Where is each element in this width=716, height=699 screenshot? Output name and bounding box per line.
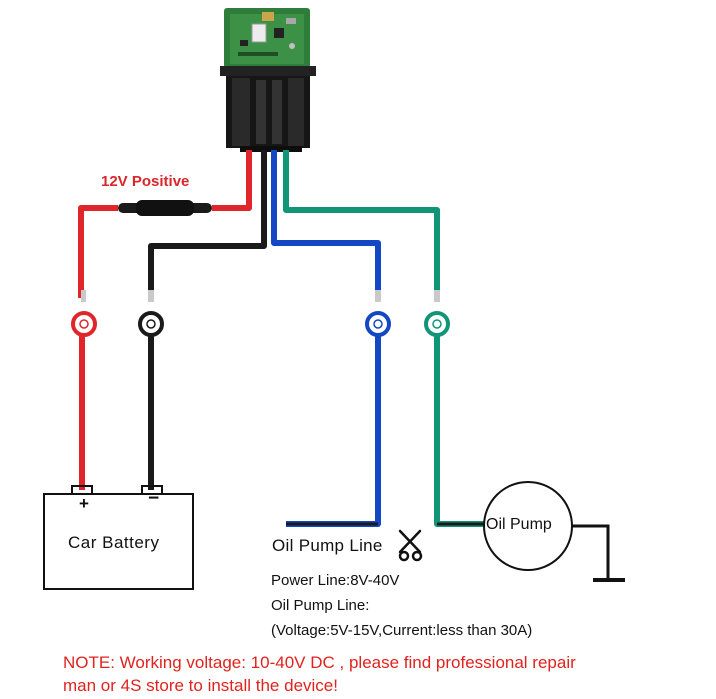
note-line-1: NOTE: Working voltage: 10-40V DC , pleas…	[63, 653, 576, 672]
blue-ring-terminal	[365, 311, 391, 337]
red-wire	[212, 150, 252, 211]
note-line-2: man or 4S store to install the device!	[63, 676, 338, 695]
red-ring-terminal	[71, 311, 97, 337]
oil-pump	[483, 481, 610, 578]
battery-minus-label: −	[148, 488, 160, 509]
red-wire-left	[78, 205, 118, 298]
blue-wire-lower	[286, 336, 381, 527]
black-wire	[148, 150, 267, 298]
positive-label: 12V Positive	[101, 173, 190, 190]
green-wire-lower	[434, 336, 486, 527]
oil-pump-line-spec: Oil Pump Line:	[271, 597, 370, 614]
voltage-current-spec: (Voltage:5V-15V,Current:less than 30A)	[271, 622, 533, 639]
car-battery-label: Car Battery	[68, 533, 160, 552]
black-ring-terminal	[138, 311, 164, 337]
battery-plus-label: +	[79, 494, 89, 513]
scissors-icon	[398, 529, 423, 562]
blue-wire	[271, 150, 381, 298]
fuse-icon	[118, 200, 212, 216]
green-ring-terminal	[424, 311, 450, 337]
car-battery	[43, 485, 194, 590]
gps-relay-device	[220, 8, 316, 152]
green-wire	[283, 150, 440, 298]
oil-pump-line-label: Oil Pump Line	[272, 536, 383, 555]
power-line-spec: Power Line:8V-40V	[271, 572, 400, 589]
oil-pump-label: Oil Pump	[486, 516, 552, 533]
